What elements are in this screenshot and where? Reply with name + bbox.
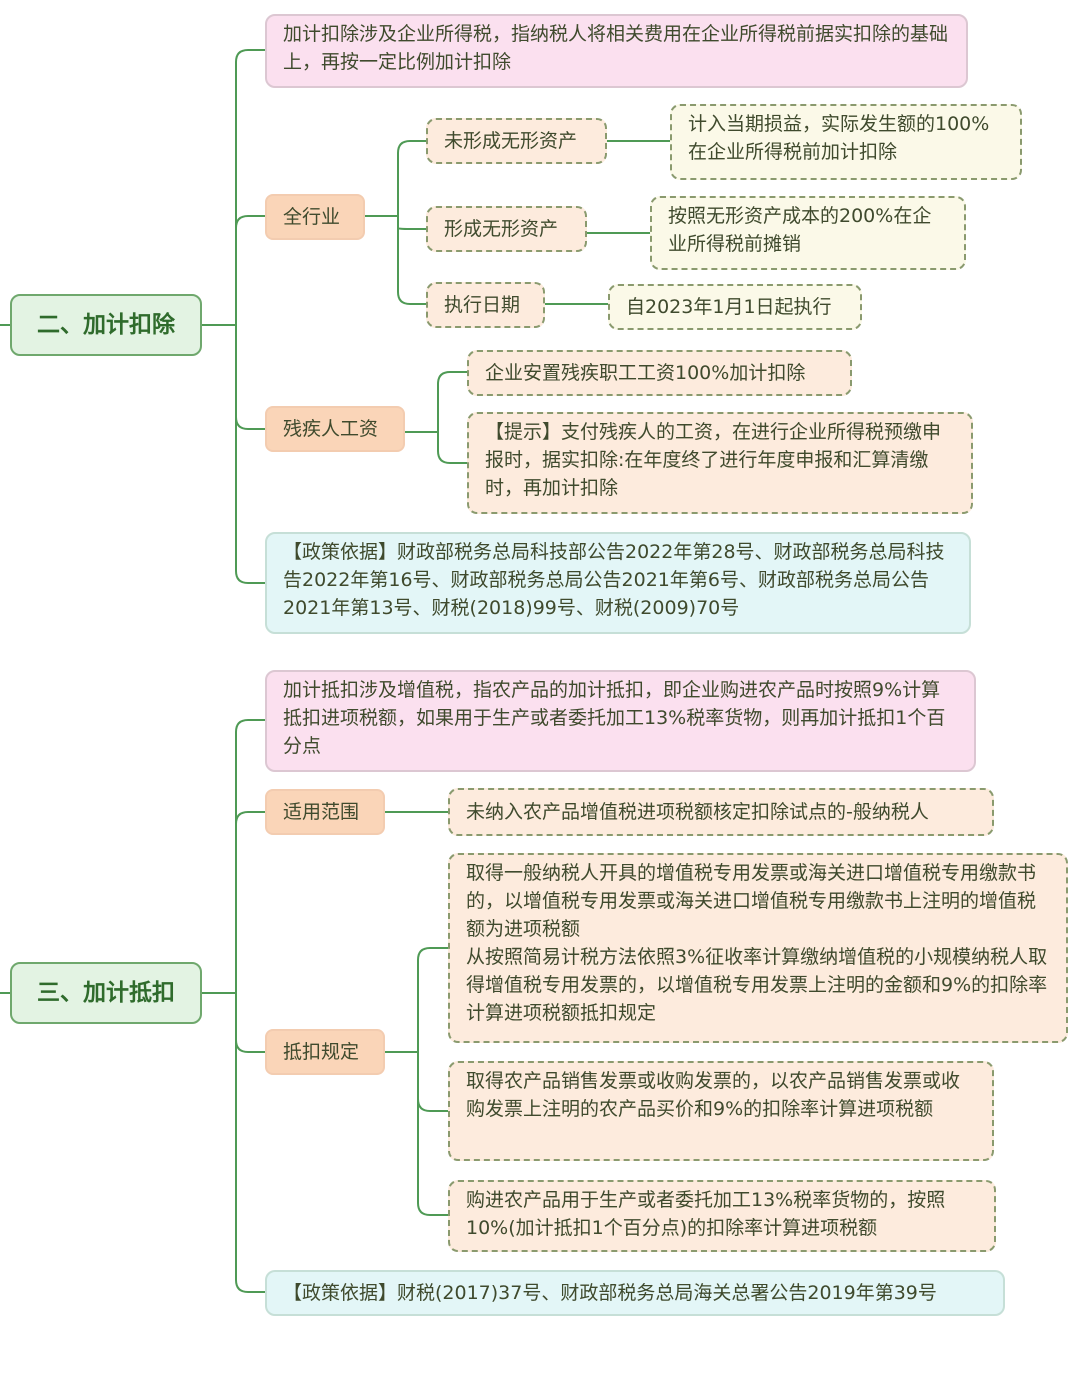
section-3-policy-basis: 【政策依据】财税(2017)37号、财政部税务总局海关总署公告2019年第39号 <box>265 1270 1005 1316</box>
disabled-wages-tip: 【提示】支付残疾人的工资，在进行企业所得税预缴申报时，据实扣除:在年度终了进行年… <box>467 412 973 514</box>
section-3-definition: 加计抵扣涉及增值税，指农产品的加计抵扣，即企业购进农产品时按照9%计算抵扣进项税… <box>265 670 976 772</box>
deduction-rules-node[interactable]: 抵扣规定 <box>265 1029 385 1075</box>
rule-special-invoice: 取得一般纳税人开具的增值税专用发票或海关进口增值税专用缴款书的，以增值税专用发票… <box>448 853 1068 1043</box>
no-intangible-asset-detail: 计入当期损益，实际发生额的100%在企业所得税前加计扣除 <box>670 104 1022 180</box>
rule-small-scale-text: 从按照简易计税方法依照3%征收率计算缴纳增值税的小规模纳税人取得增值税专用发票的… <box>466 946 1048 1024</box>
rule-farm-invoice: 取得农产品销售发票或收购发票的，以农产品销售发票或收购发票上注明的农产品买价和9… <box>448 1061 994 1161</box>
rule-extra-deduction: 购进农产品用于生产或者委托加工13%税率货物的，按照10%(加计抵扣1个百分点)… <box>448 1180 996 1252</box>
effective-date-detail: 自2023年1月1日起执行 <box>608 284 862 330</box>
disabled-wages-detail: 企业安置残疾职工工资100%加计扣除 <box>467 350 852 396</box>
all-industry-node[interactable]: 全行业 <box>265 194 365 240</box>
scope-detail: 未纳入农产品增值税进项税额核定扣除试点的-般纳税人 <box>448 788 994 836</box>
rule-special-invoice-text: 取得一般纳税人开具的增值税专用发票或海关进口增值税专用缴款书的，以增值税专用发票… <box>466 862 1037 940</box>
no-intangible-asset-node[interactable]: 未形成无形资产 <box>426 118 607 164</box>
section-2-definition: 加计扣除涉及企业所得税，指纳税人将相关费用在企业所得税前据实扣除的基础上，再按一… <box>265 14 968 88</box>
scope-node[interactable]: 适用范围 <box>265 789 385 835</box>
effective-date-node[interactable]: 执行日期 <box>426 282 545 328</box>
intangible-asset-detail: 按照无形资产成本的200%在企业所得税前摊销 <box>650 196 966 270</box>
section-3-root-node[interactable]: 三、加计抵扣 <box>10 962 202 1024</box>
disabled-wages-node[interactable]: 残疾人工资 <box>265 406 405 452</box>
intangible-asset-node[interactable]: 形成无形资产 <box>426 206 587 252</box>
section-2-policy-basis: 【政策依据】财政部税务总局科技部公告2022年第28号、财政部税务总局科技告20… <box>265 532 971 634</box>
section-2-root-node[interactable]: 二、加计扣除 <box>10 294 202 356</box>
